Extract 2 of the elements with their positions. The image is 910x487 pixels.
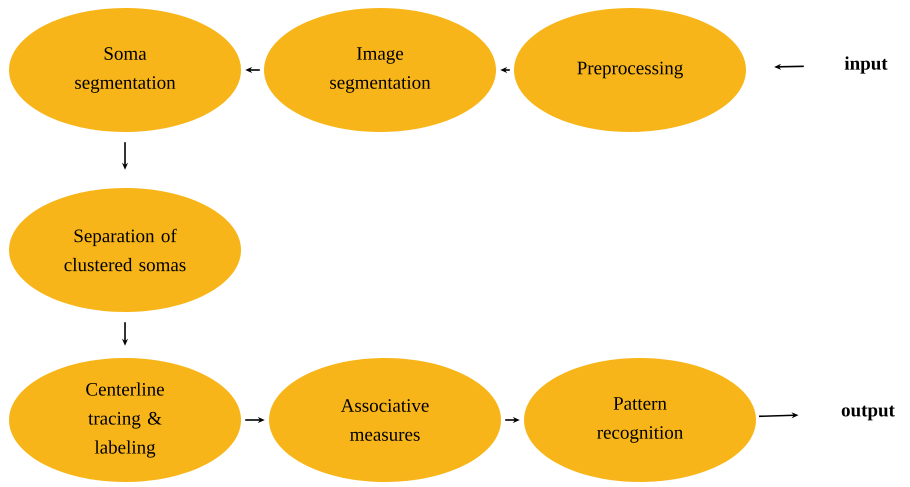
terminal-label: output: [842, 406, 895, 420]
terminal-label: input: [844, 56, 888, 74]
